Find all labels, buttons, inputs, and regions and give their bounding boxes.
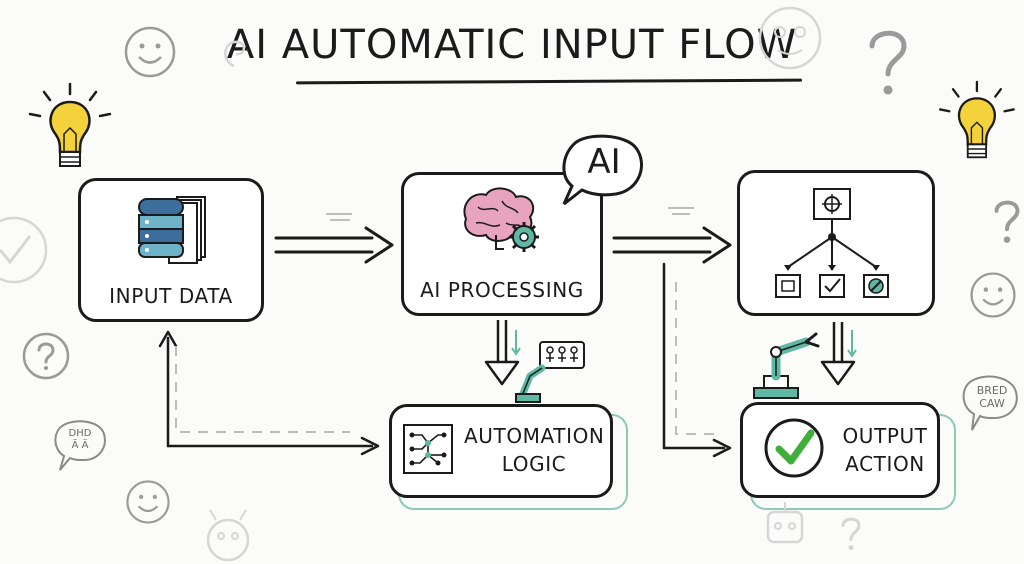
output-action-label-2: Action xyxy=(845,452,925,476)
arrow-ai-to-automation xyxy=(484,320,520,386)
check-circle-left-icon xyxy=(0,216,48,284)
question-bubble-left-icon xyxy=(22,332,70,380)
ai-speech-bubble: AI xyxy=(556,132,646,212)
decision-tree-node[interactable] xyxy=(737,170,935,316)
bug-doodle-icon xyxy=(206,509,250,562)
database-icon xyxy=(138,196,206,264)
automation-logic-node[interactable]: Automation Logic xyxy=(389,404,613,498)
brain-gear-icon xyxy=(463,187,539,252)
question-mark-bottom-icon xyxy=(841,517,861,550)
robot-doodle-bottom-icon xyxy=(766,502,804,544)
question-mark-right-icon xyxy=(994,200,1020,243)
automation-logic-label-2: Logic xyxy=(501,452,567,476)
smiley-top-left-icon xyxy=(124,26,176,78)
speech-left-text-1: DHD xyxy=(68,428,92,439)
arrow-feedback-to-input xyxy=(158,330,380,456)
speech-right-text-2: CAW xyxy=(979,397,1005,410)
ai-processing-label: AI Processing xyxy=(420,278,584,302)
robot-arm-right-icon xyxy=(753,332,820,399)
lightbulb-right-icon xyxy=(938,80,1015,159)
arrow-ai-to-decision xyxy=(612,226,732,264)
question-mark-top-icon xyxy=(869,30,907,95)
ai-bubble-text: AI xyxy=(587,142,621,182)
speech-doodle-right: BRED CAW xyxy=(960,372,1022,434)
robot-arm-left-icon xyxy=(515,341,585,403)
swirl-doodle-icon xyxy=(224,40,246,68)
input-data-label: Input Data xyxy=(109,284,233,308)
smiley-right-icon xyxy=(970,272,1016,318)
page-title: AI Automatic Input Flow xyxy=(226,22,798,68)
circuit-icon xyxy=(403,424,453,474)
output-action-label-1: Output xyxy=(842,424,928,448)
output-action-node[interactable]: Output Action xyxy=(740,402,940,498)
checkmark-icon xyxy=(764,418,824,478)
robot-face-top-icon xyxy=(758,6,822,70)
input-data-node[interactable]: Input Data xyxy=(78,178,264,322)
arrow-ai-to-output xyxy=(662,262,732,458)
decision-tree-icon xyxy=(775,188,889,298)
speech-doodle-left: DHD Ä Ä xyxy=(52,418,110,476)
automation-logic-label-1: Automation xyxy=(464,424,605,448)
smiley-bottom-left-icon xyxy=(126,480,170,524)
speech-right-text-1: BRED xyxy=(976,384,1008,397)
arrow-decision-to-output xyxy=(820,322,856,386)
speech-left-text-2: Ä Ä xyxy=(71,440,89,451)
arrow-input-to-ai xyxy=(274,226,394,264)
lightbulb-left-icon xyxy=(28,82,112,167)
